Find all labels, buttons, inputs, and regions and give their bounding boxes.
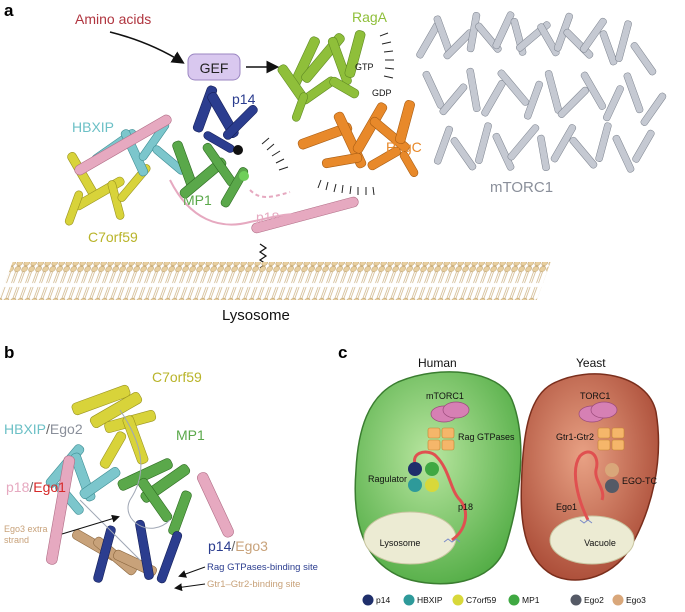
lysosome-label-c: Lysosome xyxy=(380,538,421,548)
panel-a-letter: a xyxy=(4,1,14,20)
legend-swatch-ego3 xyxy=(612,594,624,606)
gtr-shapes xyxy=(597,427,625,451)
ego1-label-c: Ego1 xyxy=(556,502,577,512)
legend-swatch-hbxip xyxy=(403,594,415,606)
legend-swatch-p14 xyxy=(362,594,374,606)
p18-label-a: p18 xyxy=(256,209,280,225)
legend: p14 HBXIP C7orf59 MP1 Ego2 Ego3 xyxy=(362,594,646,606)
p18-label-c: p18 xyxy=(458,502,473,512)
amino-arrow xyxy=(109,31,185,64)
gtr-binding-pointer xyxy=(174,583,206,592)
mtorc1-blob-right xyxy=(442,401,470,419)
mp1-label-b: MP1 xyxy=(176,427,205,443)
legend-label-mp1: MP1 xyxy=(522,595,540,605)
p18-ego1-label: p18/Ego1 xyxy=(6,479,66,495)
panel-b: b xyxy=(4,343,318,592)
legend-swatch-mp1 xyxy=(508,594,520,606)
ego1-curve xyxy=(573,450,605,521)
c7orf59-label-b: C7orf59 xyxy=(152,369,202,385)
legend-swatch-ego2 xyxy=(570,594,582,606)
c7orf59-label-a: C7orf59 xyxy=(88,229,138,245)
gef-box xyxy=(187,53,241,81)
hbxip-ego2-label: HBXIP/Ego2 xyxy=(4,421,83,437)
raga-label: RagA xyxy=(352,9,388,25)
torc1-blob-right xyxy=(590,401,618,419)
legend-label-c7orf59: C7orf59 xyxy=(466,595,497,605)
ego3-extra-pointer xyxy=(61,514,120,535)
rag-gtpases-label: Rag GTPases xyxy=(458,432,515,442)
panel-c-letter: c xyxy=(338,343,347,362)
ragc-label: RagC xyxy=(386,139,422,155)
lysosome-label: Lysosome xyxy=(222,307,290,324)
panel-a: a Amino acids GEF RagA GTP GDP xyxy=(0,1,667,324)
legend-label-ego2: Ego2 xyxy=(584,595,604,605)
legend-swatch-c7orf59 xyxy=(452,594,464,606)
raga-structure xyxy=(277,30,366,122)
vacuole-organelle xyxy=(549,515,635,565)
ragulator-structure xyxy=(64,85,359,234)
ego-tc-label: EGO-TC xyxy=(622,476,657,486)
legend-label-ego3: Ego3 xyxy=(626,595,646,605)
ragc-structure xyxy=(297,100,419,177)
legend-label-hbxip: HBXIP xyxy=(417,595,443,605)
amino-acids-label: Amino acids xyxy=(75,11,151,27)
p18-curve-human xyxy=(413,450,468,542)
panel-b-letter: b xyxy=(4,343,14,362)
gef-label: GEF xyxy=(200,60,229,76)
legend-label-p14: p14 xyxy=(376,595,390,605)
ego3-ball xyxy=(605,463,619,477)
human-label: Human xyxy=(418,356,457,370)
torc1-label: TORC1 xyxy=(580,391,610,401)
p18-loop xyxy=(169,179,301,226)
gtr-binding-label: Gtr1–Gtr2-binding site xyxy=(207,579,300,590)
panel-c: c Human Lysosome mTORC1 Rag GTPases Ragu… xyxy=(338,343,660,606)
ego3-extra-label: Ego3 extra strand xyxy=(4,524,50,545)
rag-binding-pointer xyxy=(178,566,206,578)
gtr-label: Gtr1-Gtr2 xyxy=(556,432,594,442)
yeast-label: Yeast xyxy=(576,356,606,370)
vacuole-label: Vacuole xyxy=(584,538,616,548)
ego2-ball xyxy=(605,479,619,493)
rag-binding-label: Rag GTPases-binding site xyxy=(207,562,318,573)
mtorc1-structure xyxy=(416,11,667,173)
mp1-label-a: MP1 xyxy=(183,192,212,208)
mtorc1-label: mTORC1 xyxy=(490,179,553,196)
gdp-label: GDP xyxy=(372,88,392,98)
mtorc1-label-c: mTORC1 xyxy=(426,391,464,401)
ragulator-balls xyxy=(408,462,439,492)
p14-label: p14 xyxy=(232,91,256,107)
hbxip-label-a: HBXIP xyxy=(72,119,114,135)
lysosome-membrane xyxy=(0,262,551,300)
ragulator-label: Ragulator xyxy=(368,474,407,484)
binding-hashes xyxy=(261,32,395,196)
rag-gtpases-shapes xyxy=(427,427,455,451)
p14-ego3-label: p14/Ego3 xyxy=(208,538,268,554)
gtp-label: GTP xyxy=(355,62,374,72)
